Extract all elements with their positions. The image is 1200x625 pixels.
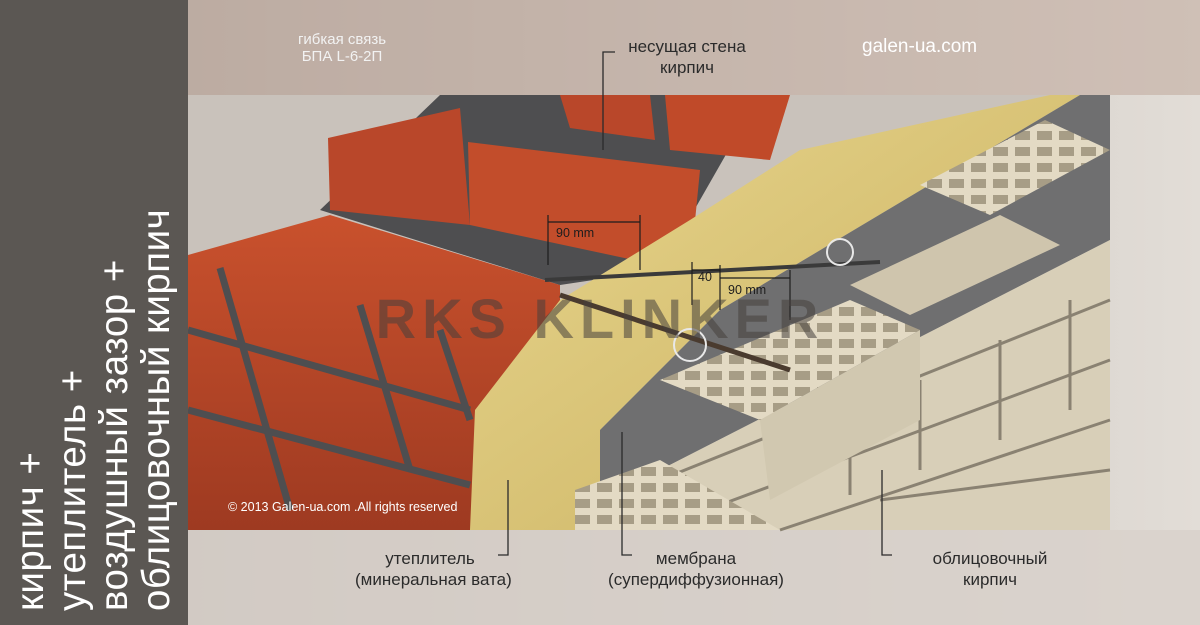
bearing-wall-label-line-2: кирпич <box>660 58 714 77</box>
dimension-marks <box>547 215 791 320</box>
background-bottom-band <box>188 530 1200 625</box>
red-brick-top-2 <box>468 142 700 272</box>
watermark: RKS KLINKER <box>375 287 825 350</box>
tie-label: гибкая связь БПА L-6-2П <box>262 31 422 65</box>
bearing-wall-front <box>188 215 560 530</box>
tie-washer-icon-2 <box>673 328 707 362</box>
membrane-label-line-1: мембрана <box>655 549 737 568</box>
facing-brick-front-1 <box>760 330 920 500</box>
title-line-2: утеплитель + <box>51 369 94 611</box>
vertical-title: кирпич + утеплитель + воздушный зазор + … <box>0 0 188 625</box>
background-top-band <box>188 0 1200 95</box>
facing-brick-top-1 <box>660 300 920 420</box>
facing-brick-bottom <box>575 460 780 530</box>
insulation-label: утеплитель (минеральная вата) <box>355 548 512 590</box>
cutaway-frame <box>187 95 1111 532</box>
tie-label-line-1: гибкая связь <box>297 31 387 48</box>
red-brick-top-3 <box>560 95 655 140</box>
facing-brick-label: облицовочный кирпич <box>895 548 1085 590</box>
title-line-1: кирпич + <box>9 451 52 611</box>
tie-washer-icon <box>826 238 854 266</box>
membrane-label-line-2: (супердиффузионная) <box>608 570 784 589</box>
bearing-wall-label-line-1: несущая стена <box>628 37 746 56</box>
facing-brick-top-3 <box>850 215 1060 315</box>
anchor-depth-label: 90 mm <box>556 226 595 240</box>
bearing-wall-mortar <box>187 267 474 511</box>
facing-brick-label-line-1: облицовочный <box>932 549 1048 568</box>
red-brick-top-4 <box>665 95 790 160</box>
membrane-label: мембрана (супердиффузионная) <box>596 548 796 590</box>
site-name: galen-ua.com <box>862 36 978 57</box>
insulation-label-line-2: (минеральная вата) <box>355 570 512 589</box>
tie-label-line-2: БПА L-6-2П <box>301 48 383 65</box>
red-brick-top-1 <box>328 108 470 225</box>
gap-label: 40 <box>698 270 712 284</box>
insulation-depth-label: 90 mm <box>728 283 767 297</box>
insulation-label-line-1: утеплитель <box>385 549 475 568</box>
flexible-tie-rod-inner <box>559 292 791 373</box>
leader-lines <box>498 51 892 556</box>
insulation-layer <box>470 95 1080 530</box>
facing-brick-label-line-2: кирпич <box>963 570 1017 589</box>
title-line-4: облицовочный кирпич <box>135 208 178 611</box>
flexible-tie-rod <box>544 260 881 282</box>
facing-brick-top-2 <box>920 120 1110 215</box>
title-line-3: воздушный зазор + <box>93 259 136 611</box>
bearing-wall-label: несущая стена кирпич <box>612 36 762 78</box>
title-panel: кирпич + утеплитель + воздушный зазор + … <box>0 0 188 625</box>
copyright: © 2013 Galen-ua.com .All rights reserved <box>228 500 458 514</box>
